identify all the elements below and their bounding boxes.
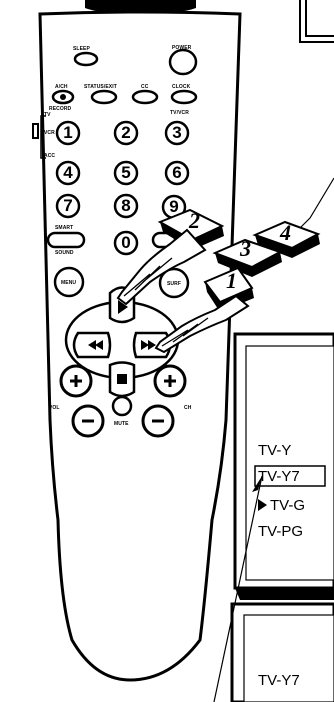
step-2-label: 2 — [189, 208, 200, 233]
mode-switch — [32, 123, 39, 139]
digit-pad — [55, 120, 190, 256]
ch-label: CH — [184, 405, 192, 411]
status-button — [90, 89, 118, 105]
digit-4[interactable]: 4 — [63, 163, 73, 182]
sleep-label: SLEEP — [73, 46, 90, 52]
vol-label: VOL — [49, 405, 60, 411]
mode-vcr-label: VCR — [44, 130, 55, 136]
ach-label: A/CH — [55, 84, 68, 90]
mute-label: MUTE — [114, 421, 129, 427]
screen-2-inner — [243, 614, 334, 702]
digit-3[interactable]: 3 — [172, 123, 182, 142]
screen-1-shadow — [235, 588, 334, 600]
rating-item: TV-PG — [258, 523, 304, 540]
mute-button — [111, 395, 133, 417]
digit-6[interactable]: 6 — [172, 163, 182, 182]
record-label: RECORD — [49, 106, 72, 112]
digit-2[interactable]: 2 — [121, 123, 131, 142]
status-label: STATUS/EXIT — [84, 84, 117, 90]
sleep-button — [73, 51, 99, 67]
selector-arrow-icon — [258, 499, 267, 511]
mode-tv-label: TV — [44, 112, 51, 118]
screen-1-inner — [245, 345, 334, 581]
step-3-label: 3 — [240, 236, 251, 261]
clock-button — [170, 89, 198, 105]
sound-label: SOUND — [55, 250, 74, 256]
step-4-label: 4 — [280, 220, 291, 245]
menu-button — [53, 266, 85, 298]
rating-item: TV-Y — [258, 442, 292, 459]
rating-highlight — [254, 465, 326, 487]
cc-label: CC — [141, 84, 149, 90]
record-dot — [60, 94, 66, 100]
menu-label: MENU — [61, 280, 77, 286]
tvvcr-label: TV/VCR — [170, 110, 189, 116]
corner-box — [299, 0, 334, 43]
digit-9[interactable]: 9 — [169, 197, 179, 216]
surf-button — [158, 267, 190, 299]
surf-label: SURF — [167, 281, 182, 287]
rating-item-selected: TV-Y7 — [258, 468, 300, 485]
screen-2-rating: TV-Y7 — [258, 672, 300, 689]
clock-label: CLOCK — [172, 84, 191, 90]
mode-bracket — [40, 115, 46, 159]
cc-button — [131, 89, 159, 105]
rating-item: TV-G — [270, 497, 306, 514]
remote-top-edge — [85, 0, 196, 14]
pointer-line-top — [299, 177, 334, 229]
digit-7[interactable]: 7 — [63, 196, 73, 215]
power-label: POWER — [172, 45, 192, 51]
digit-5[interactable]: 5 — [121, 163, 131, 182]
smart-label: SMART — [55, 225, 74, 231]
mode-acc-label: ACC — [44, 153, 56, 159]
digit-0[interactable]: 0 — [121, 233, 131, 252]
smart-sound-button — [46, 231, 86, 249]
digit-1[interactable]: 1 — [63, 123, 73, 142]
step-1-label: 1 — [226, 268, 237, 293]
pointer-arrow — [213, 475, 263, 702]
power-button — [168, 48, 198, 76]
digit-8[interactable]: 8 — [121, 196, 131, 215]
